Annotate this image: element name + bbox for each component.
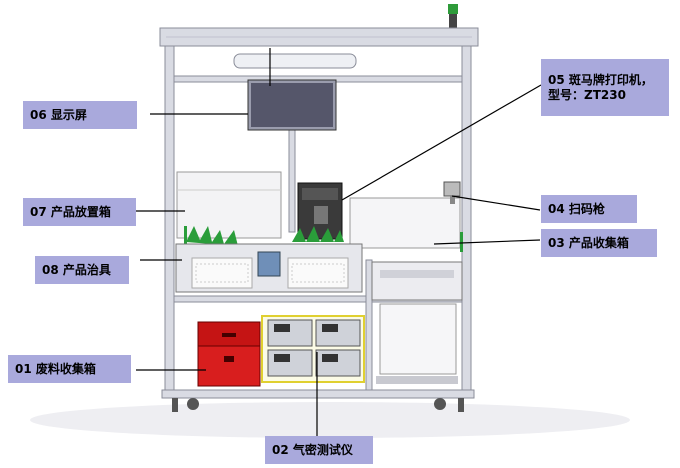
callout-03-collection-box: 03 产品收集箱 xyxy=(541,229,657,257)
callout-05-printer: 05 斑马牌打印机， 型号：ZT230 xyxy=(541,59,669,116)
gas-tightness-testers xyxy=(261,315,365,383)
barcode-scanner xyxy=(443,181,461,204)
display-screen xyxy=(247,79,337,131)
casters xyxy=(172,398,464,412)
callout-07-placement-box: 07 产品放置箱 xyxy=(23,198,136,226)
leader-lines xyxy=(136,48,542,436)
callout-05-line2: 型号：ZT230 xyxy=(548,87,626,102)
callout-04-scanner: 04 扫码枪 xyxy=(541,195,637,223)
callout-02-gas-tester: 02 气密测试仪 xyxy=(265,436,373,464)
product-fixture xyxy=(175,243,363,293)
callout-06-display: 06 显示屏 xyxy=(23,101,137,129)
product-placement-box xyxy=(176,171,282,239)
product-collection-box xyxy=(349,197,461,249)
callout-08-fixture: 08 产品治具 xyxy=(35,256,129,284)
printer xyxy=(297,182,343,240)
top-light-bar xyxy=(233,53,357,69)
callout-05-line1: 05 斑马牌打印机， xyxy=(548,72,653,87)
callout-01-waste-box: 01 废料收集箱 xyxy=(8,355,131,383)
machine-frame xyxy=(159,27,479,399)
floor-shadow xyxy=(30,402,630,438)
collection-drawer xyxy=(371,261,463,384)
green-trays xyxy=(184,226,463,252)
waste-collection-box xyxy=(197,321,261,387)
